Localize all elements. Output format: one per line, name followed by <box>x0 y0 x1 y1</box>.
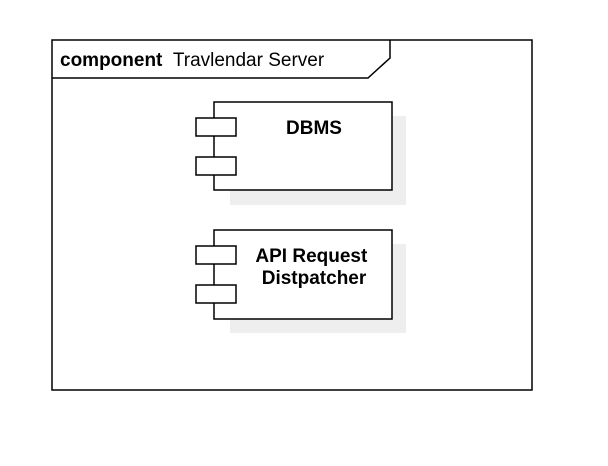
component-body <box>213 101 393 191</box>
component-api-request-dispatcher[interactable]: API Request Distpatcher <box>195 229 406 333</box>
frame-title: component Travlendar Server <box>60 50 325 71</box>
frame-name-tab <box>52 40 391 79</box>
component-body <box>213 229 393 320</box>
component-label: DBMS <box>286 118 342 139</box>
component-dbms[interactable]: DBMS <box>195 101 406 205</box>
component-label: API Request Distpatcher <box>255 246 372 289</box>
frame-border <box>51 39 533 391</box>
component-label-line: DBMS <box>286 118 342 139</box>
component-label-line: API Request <box>255 246 368 267</box>
component-port-icon <box>195 284 237 304</box>
frame: component Travlendar Server <box>51 39 533 391</box>
component-port-icon <box>195 245 237 265</box>
component-port-icon <box>195 117 237 137</box>
frame-name: Travlendar Server <box>173 50 325 71</box>
frame-keyword: component <box>60 50 163 71</box>
component-port-icon <box>195 156 237 176</box>
component-label-line: Distpatcher <box>262 268 367 289</box>
